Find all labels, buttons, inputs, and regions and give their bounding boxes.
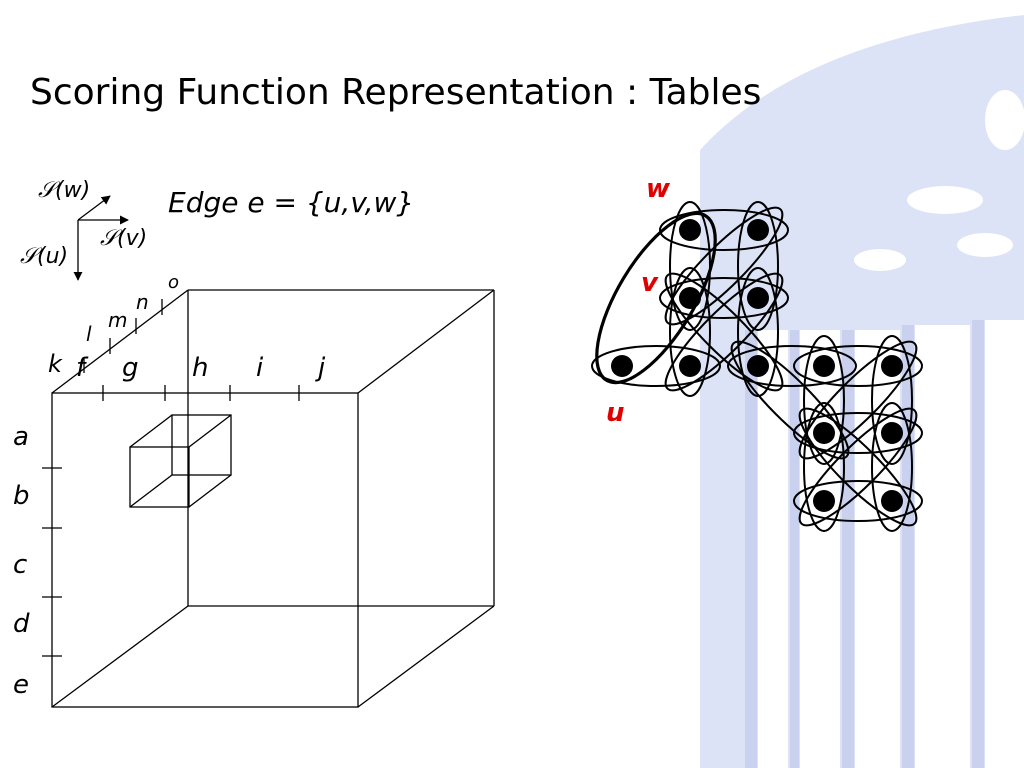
background-column-5 xyxy=(985,320,1024,768)
col-label-i: i xyxy=(256,353,264,383)
hyperedge-mid-pair xyxy=(659,277,789,319)
axis-label-w: 𝒮(w) xyxy=(38,178,91,203)
node-row-4 xyxy=(813,355,835,377)
axis-label-u: 𝒮(u) xyxy=(20,244,69,269)
hyperedge-col-left-top xyxy=(669,201,711,331)
node-label-w: w xyxy=(646,174,671,204)
small-cube-edge-1 xyxy=(129,414,173,448)
hyperedge-col-c1-b xyxy=(803,402,845,532)
row-label-a: a xyxy=(13,422,29,452)
hyperedge-col-c1-a xyxy=(803,335,845,465)
hyperedge-col-c2-b xyxy=(871,402,913,532)
hyperedge-row-center xyxy=(727,345,857,387)
node-bottom-right xyxy=(881,490,903,512)
cube-edge-top-right xyxy=(357,289,495,394)
depth-label-o: o xyxy=(168,272,180,293)
background-cloud-2 xyxy=(957,233,1013,257)
hyperedge-diag-7 xyxy=(798,407,918,527)
hyperedge-lower-pair xyxy=(793,412,923,454)
background-column-1 xyxy=(758,330,788,768)
depth-label-n: n xyxy=(136,290,149,314)
hyperedge-diag-2 xyxy=(664,272,784,392)
node-row-5 xyxy=(881,355,903,377)
hyperedge-diag-1 xyxy=(664,206,784,326)
small-cube-front-face xyxy=(129,446,190,508)
node-u xyxy=(611,355,633,377)
row-label-d: d xyxy=(13,609,30,639)
background-column-shade-1 xyxy=(745,330,757,768)
node-row-2 xyxy=(679,355,701,377)
hyperedge-diag-6 xyxy=(798,407,918,527)
background-column-shade-5 xyxy=(972,320,984,768)
col-label-f: f xyxy=(76,353,86,383)
row-label-e: e xyxy=(13,670,29,700)
node-w xyxy=(679,219,701,241)
background-column-4 xyxy=(915,325,970,768)
depth-label-l: l xyxy=(86,322,92,346)
row-label-c: c xyxy=(13,550,28,580)
slide-title: Scoring Function Representation : Tables xyxy=(30,72,762,113)
cube-edge-bottom-right xyxy=(357,605,495,708)
background-cloud-1 xyxy=(907,186,983,214)
small-cube-edge-3 xyxy=(129,474,173,508)
row-label-b: b xyxy=(13,481,30,511)
cube-edge-top-left xyxy=(51,289,189,394)
node-label-v: v xyxy=(641,268,658,298)
hyperedge-diag-3 xyxy=(664,272,784,392)
hyperedge-diag-5 xyxy=(798,340,918,460)
node-bottom-left xyxy=(813,490,835,512)
col-label-j: j xyxy=(318,353,326,383)
background-cloud-3 xyxy=(854,249,906,271)
cube-front-face xyxy=(51,392,359,708)
node-v xyxy=(679,287,701,309)
background-column-shade-2 xyxy=(790,330,799,768)
node-lower-right xyxy=(881,422,903,444)
depth-label-k: k xyxy=(48,350,62,378)
col-label-h: h xyxy=(192,353,209,383)
hyperedge-row-right xyxy=(793,345,923,387)
axis-label-v: 𝒮(v) xyxy=(100,226,148,251)
small-cube-back-face xyxy=(171,414,232,476)
cube-edge-bottom-left xyxy=(51,605,189,708)
node-v-right xyxy=(747,287,769,309)
depth-label-m: m xyxy=(108,308,128,332)
hyperedge-row-left xyxy=(591,345,721,387)
hyperedge-bottom-pair xyxy=(793,480,923,522)
edge-label: Edge e = {u,v,w} xyxy=(168,186,415,219)
hyperedge-uvw-highlight xyxy=(595,211,717,385)
small-cube-edge-2 xyxy=(188,414,232,448)
hyperedge-col-left-mid xyxy=(669,267,711,397)
small-cube-edge-4 xyxy=(188,474,232,508)
hyperedge-col-right-top xyxy=(737,201,779,331)
background-cloud-4 xyxy=(985,90,1024,150)
background-column-shade-4 xyxy=(902,325,914,768)
node-row-3 xyxy=(747,355,769,377)
col-label-g: g xyxy=(122,353,139,383)
hyperedge-diag-4 xyxy=(730,340,850,460)
hyperedge-top-pair xyxy=(659,209,789,251)
node-label-u: u xyxy=(606,398,625,428)
axis-arrow-w xyxy=(77,195,111,221)
node-lower-left xyxy=(813,422,835,444)
node-w-right xyxy=(747,219,769,241)
hyperedge-col-c2-a xyxy=(871,335,913,465)
